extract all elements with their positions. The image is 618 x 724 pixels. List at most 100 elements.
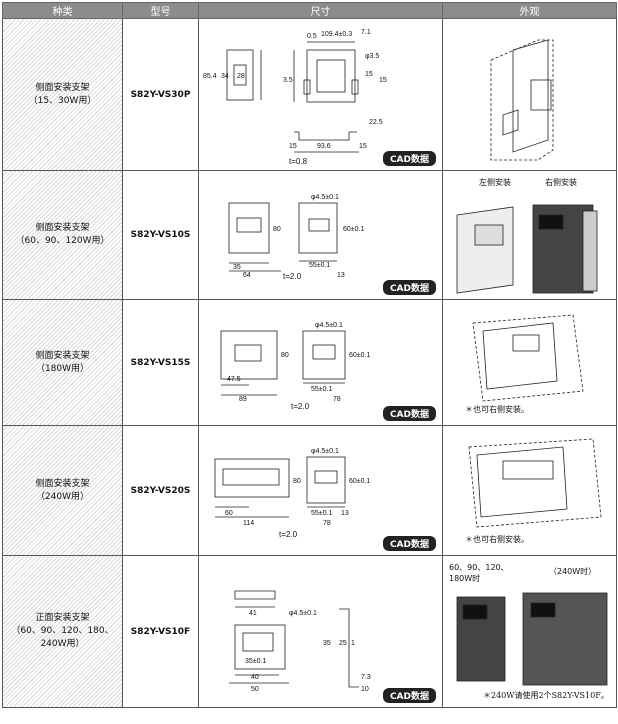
dim-label: 78 — [333, 396, 341, 403]
kind-line: （240W用） — [35, 491, 90, 502]
dim-label: φ3.5 — [365, 53, 379, 60]
table-row: 侧面安装支架 （180W用） S82Y-VS15S 80 47.5 89 φ4.5… — [2, 299, 617, 426]
dim-label: 80 — [293, 478, 301, 485]
dim-label: φ4.5±0.1 — [289, 610, 317, 617]
header-row: 种类 型号 尺寸 外观 — [2, 2, 617, 19]
model-cell: S82Y-VS15S — [122, 299, 199, 426]
thickness-label: t=2.0 — [283, 272, 302, 281]
side-mount-note: ＊也可右侧安装。 — [465, 535, 529, 544]
dim-label: 114 — [243, 520, 254, 527]
dim-label: 89 — [239, 396, 247, 403]
dim-label: 15 — [379, 77, 387, 84]
bracket-illustration — [456, 204, 598, 294]
dim-label: φ4.5±0.1 — [315, 322, 343, 329]
dim-label: 34 — [221, 73, 229, 80]
dim-label: 0.5 — [307, 33, 317, 40]
dimension-cell: 80 35 64 φ4.5±0.1 60±0.1 55±0.1 13 t=2.0… — [198, 170, 443, 300]
dim-label: 78 — [323, 520, 331, 527]
bracket-illustration — [472, 314, 584, 401]
right-mount-label: 右侧安装 — [545, 178, 577, 187]
dim-label: 64 — [243, 272, 251, 279]
dimension-drawing: 80 35 64 φ4.5±0.1 60±0.1 55±0.1 13 t=2.0 — [228, 194, 364, 281]
dimension-cell: 80 60 114 φ4.5±0.1 60±0.1 55±0.1 13 78 t… — [198, 425, 443, 556]
dim-label: φ4.5±0.1 — [311, 448, 339, 455]
dim-label: 35 — [233, 264, 241, 271]
kind-cell: 侧面安装支架 （60、90、120W用） — [2, 170, 123, 300]
thickness-label: t=2.0 — [291, 402, 310, 411]
dim-label: 15 — [289, 143, 297, 150]
kind-line: 侧面安装支架 — [35, 350, 90, 361]
kind-line: （60、90、120W用） — [15, 236, 110, 246]
dim-label: 10 — [361, 686, 369, 693]
dim-label: 28 — [237, 73, 245, 80]
kind-line: （15、30W用） — [28, 95, 97, 106]
capacity-label-small-2: 180W时 — [449, 574, 481, 583]
dim-label: 60±0.1 — [349, 352, 370, 359]
kind-line: 正面安装支架 — [35, 613, 90, 623]
dim-label: 60±0.1 — [343, 226, 364, 233]
model-cell: S82Y-VS10F — [122, 555, 199, 708]
appearance-cell: 60、90、120、 180W时 （240W时） ＊240W请使用2个S82Y-… — [442, 555, 617, 708]
dimension-drawing: 80 60 114 φ4.5±0.1 60±0.1 55±0.1 13 78 t… — [214, 448, 370, 539]
dim-label: 55±0.1 — [311, 510, 332, 517]
dim-label: 47.5 — [227, 376, 241, 383]
bracket-illustration — [456, 592, 608, 685]
dimension-cell: 41 φ4.5±0.1 35 25 1 35±0.1 40 50 7.3 10 … — [198, 555, 443, 708]
cad-data-badge[interactable]: CAD数据 — [382, 280, 436, 295]
table-row: 正面安装支架 （60、90、120、180、 240W用） S82Y-VS10F 4… — [2, 555, 617, 708]
dimension-cell: 80 47.5 89 φ4.5±0.1 60±0.1 55±0.1 78 t=2… — [198, 299, 443, 426]
dim-label: 15 — [359, 143, 367, 150]
kind-line: （60、90、120、180、 — [11, 626, 114, 636]
cad-data-badge[interactable]: CAD数据 — [382, 151, 436, 166]
dim-label: 60 — [225, 510, 233, 517]
dim-label: 60±0.1 — [349, 478, 370, 485]
left-mount-label: 左侧安装 — [479, 178, 511, 187]
thickness-label: t=2.0 — [279, 530, 298, 539]
model-cell: S82Y-VS20S — [122, 425, 199, 556]
kind-cell: 侧面安装支架（15、30W用） — [2, 18, 123, 171]
side-mount-note: ＊也可右侧安装。 — [465, 405, 529, 414]
dimension-drawing: 80 47.5 89 φ4.5±0.1 60±0.1 55±0.1 78 t=2… — [220, 322, 370, 411]
dim-label: 7.1 — [361, 29, 371, 36]
model-cell: S82Y-VS30P — [122, 18, 199, 171]
dimension-cell: 0.5 109.4±0.3 7.1 85.4 34 28 3.5 15 φ3.5… — [198, 18, 443, 171]
capacity-label-small: 60、90、120、 — [449, 563, 509, 572]
dim-label: 40 — [251, 674, 259, 681]
model-cell: S82Y-VS10S — [122, 170, 199, 300]
table-row: 侧面安装支架 （60、90、120W用） S82Y-VS10S 80 35 64 … — [2, 170, 617, 300]
cad-data-badge[interactable]: CAD数据 — [382, 688, 436, 703]
kind-line: （180W用） — [35, 363, 90, 374]
cad-data-badge[interactable]: CAD数据 — [382, 406, 436, 421]
header-model: 型号 — [122, 2, 199, 19]
dim-label: 80 — [273, 226, 281, 233]
dim-label: 93.6 — [317, 143, 331, 150]
dim-label: 55±0.1 — [311, 386, 332, 393]
appearance-cell — [442, 18, 617, 171]
bracket-illustration — [468, 438, 602, 527]
kind-cell: 正面安装支架 （60、90、120、180、 240W用） — [2, 555, 123, 708]
dim-label: 85.4 — [203, 73, 217, 80]
dimension-drawing: 41 φ4.5±0.1 35 25 1 35±0.1 40 50 7.3 10 — [229, 590, 371, 693]
dimension-drawing: 0.5 109.4±0.3 7.1 85.4 34 28 3.5 15 φ3.5… — [203, 29, 387, 166]
kind-cell: 侧面安装支架 （240W用） — [2, 425, 123, 556]
spec-table: 种类 型号 尺寸 外观 侧面安装支架（15、30W用） S82Y-VS30P 0… — [2, 2, 617, 708]
dim-label: 50 — [251, 686, 259, 693]
kind-line: 侧面安装支架 — [35, 478, 90, 489]
dim-label: 41 — [249, 610, 257, 617]
table-row: 侧面安装支架（15、30W用） S82Y-VS30P 0.5 109.4±0.3… — [2, 18, 617, 171]
kind-line: 240W用） — [40, 639, 85, 649]
cad-data-badge[interactable]: CAD数据 — [382, 536, 436, 551]
dim-label: 35 — [323, 640, 331, 647]
dim-label: 13 — [337, 272, 345, 279]
appearance-cell: 左侧安装 右侧安装 — [442, 170, 617, 300]
dim-label: φ4.5±0.1 — [311, 194, 339, 201]
dim-label: 35±0.1 — [245, 658, 266, 665]
capacity-label-large: （240W时） — [549, 567, 597, 576]
dim-label: 13 — [341, 510, 349, 517]
header-appearance: 外观 — [442, 2, 617, 19]
front-mount-note: ＊240W请使用2个S82Y-VS10F。 — [483, 691, 609, 700]
kind-line: 侧面安装支架 — [35, 223, 90, 233]
thickness-label: t=0.8 — [289, 157, 308, 166]
dim-label: 80 — [281, 352, 289, 359]
dim-label: 3.5 — [283, 77, 293, 84]
